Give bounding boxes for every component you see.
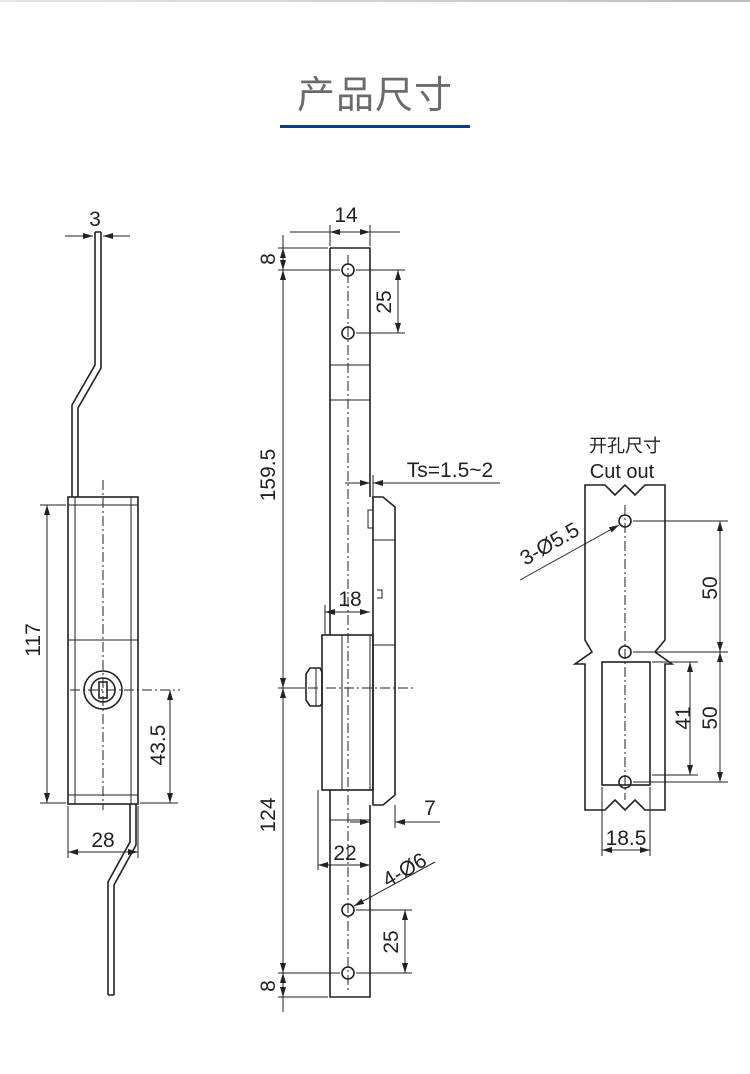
- title-underline: [280, 125, 470, 128]
- cutout-label-cn: 开孔尺寸: [589, 436, 661, 457]
- cover-plate: [372, 496, 396, 806]
- cutout-hole: [618, 775, 632, 789]
- dim-holes: 4-Ø6: [379, 849, 431, 892]
- dim-key-offset: 43.5: [147, 725, 170, 766]
- bottom-rod: [107, 804, 137, 996]
- dim-housing-width: 22: [333, 842, 356, 865]
- cutout-outline: [572, 483, 675, 812]
- cutout-inner: [601, 661, 651, 786]
- knob: [305, 667, 323, 707]
- top-rod: [71, 231, 102, 497]
- dim-upper-length: 159.5: [257, 449, 280, 502]
- cutout-hole: [618, 514, 632, 528]
- front-view: 14 8 159.5 124 8 25 Ts=1.5~2 18 7 22 4-Ø: [257, 204, 500, 1012]
- dim-cover-depth: 7: [424, 797, 436, 820]
- dim-body-width: 28: [91, 829, 114, 852]
- cutout-hole: [618, 645, 632, 659]
- dim-bottom-hole-offset: 8: [257, 980, 280, 992]
- cutout-label-en: Cut out: [590, 461, 655, 483]
- dim-panel-thickness: Ts=1.5~2: [407, 459, 493, 482]
- top-divider: [0, 0, 750, 2]
- dim-cutout-holes: 3-Ø5.5: [516, 518, 583, 570]
- side-centerline: [70, 480, 180, 810]
- dim-hole-spacing-top: 25: [373, 290, 396, 313]
- cutout-view: 开孔尺寸 Cut out 3-Ø5.5 50 50 41 18.5: [516, 436, 728, 856]
- dim-depth: 18: [338, 588, 361, 611]
- dim-hole-spacing-bottom: 25: [380, 930, 403, 953]
- dim-rod-thickness: 3: [89, 208, 101, 231]
- dim-body-height: 117: [22, 623, 45, 656]
- page-title: 产品尺寸: [296, 73, 453, 117]
- dim-inner-height: 41: [672, 706, 695, 729]
- dim-cutout-width: 18.5: [606, 827, 647, 850]
- side-view: 3 117 43.5 28: [22, 208, 180, 996]
- dim-spacing-1: 50: [699, 576, 722, 599]
- dim-spacing-2: 50: [699, 706, 722, 729]
- dim-width: 14: [334, 204, 358, 227]
- strip: [329, 247, 371, 998]
- dim-top-hole-offset: 8: [257, 253, 280, 265]
- dim-lower-length: 124: [257, 797, 280, 832]
